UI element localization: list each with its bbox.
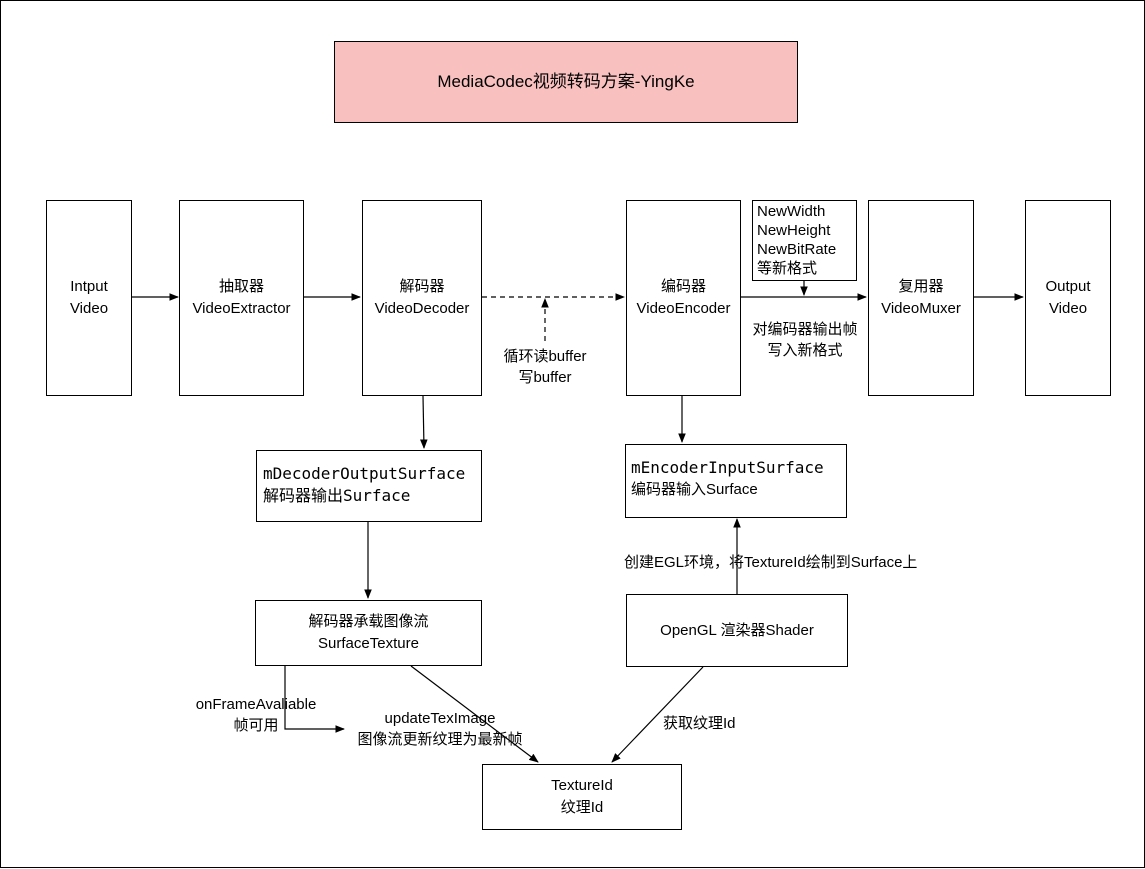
decoder-output-surface-node: mDecoderOutputSurface 解码器输出Surface [256,450,482,522]
arrow-frame-available [284,666,345,733]
opengl-shader-node: OpenGL 渲染器Shader [626,594,848,667]
arrow-shader-to-texture [611,666,704,763]
input-video-node: Intput Video [46,200,132,396]
video-extractor-node: 抽取器 VideoExtractor [179,200,304,396]
output-video-node: Output Video [1025,200,1111,396]
encoder-input-surface-node: mEncoderInputSurface 编码器输入Surface [625,444,847,518]
texture-id-node: TextureId 纹理Id [482,764,682,830]
video-decoder-node: 解码器 VideoDecoder [362,200,482,396]
arrow-decoder-to-surface [419,395,428,449]
arrow-surfacetexture-to-texture [410,665,539,763]
label-update-tex-image: updateTexImage 图像流更新纹理为最新帧 [357,710,523,748]
label-frame-available: onFrameAvaliable 帧可用 [195,696,317,734]
video-encoder-node: 编码器 VideoEncoder [626,200,741,396]
label-write-format: 对编码器输出帧 写入新格式 [752,321,858,359]
label-egl-environment: 创建EGL环境，将TextureId绘制到Surface上 [624,554,918,571]
label-get-texture-id: 获取纹理Id [663,715,736,732]
surface-texture-node: 解码器承载图像流 SurfaceTexture [255,600,482,666]
video-muxer-node: 复用器 VideoMuxer [868,200,974,396]
diagram-title: MediaCodec视频转码方案-YingKe [334,41,798,123]
new-format-node: NewWidth NewHeight NewBitRate 等新格式 [752,200,857,281]
label-buffer-loop: 循环读buffer 写buffer [503,348,587,386]
